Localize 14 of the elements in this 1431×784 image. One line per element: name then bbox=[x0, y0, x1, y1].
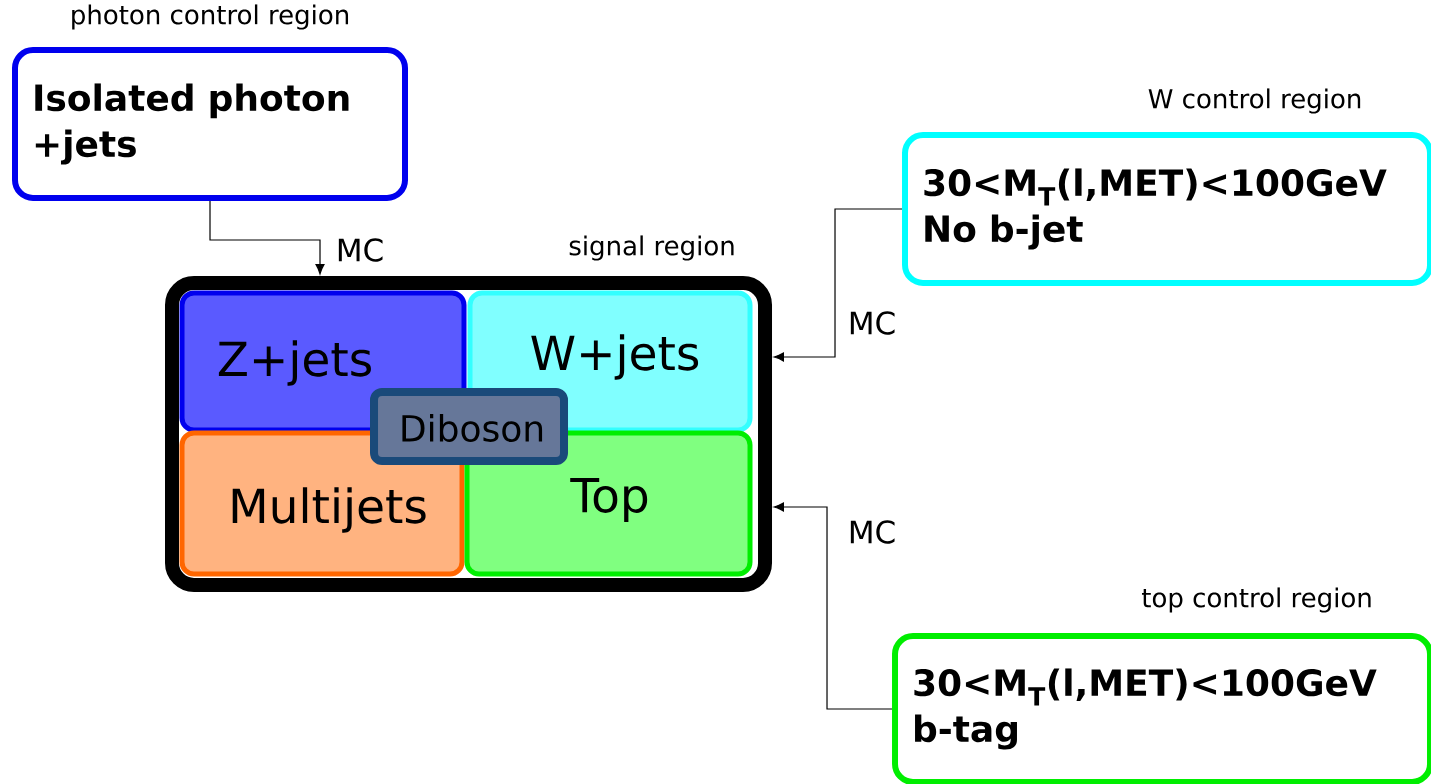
region-label: photon control region bbox=[72, 4, 349, 30]
region-label: top control region bbox=[1142, 587, 1371, 613]
arrow bbox=[773, 502, 893, 710]
region-label: signal region bbox=[569, 235, 734, 261]
arrow bbox=[209, 200, 325, 275]
control-box: 30<M$_{T}$(l,MET)<100GeV b-tag bbox=[892, 633, 1431, 784]
arrow bbox=[773, 208, 903, 362]
process-box: Diboson bbox=[370, 388, 568, 465]
region-label: W control region bbox=[1148, 88, 1361, 114]
edge-label: MC bbox=[333, 236, 387, 264]
edge-label: MC bbox=[845, 518, 899, 546]
edge-label: MC bbox=[845, 309, 899, 337]
control-box: Isolated photon +jets bbox=[12, 47, 408, 201]
control-box: 30<M$_{T}$(l,MET)<100GeV No b-jet bbox=[902, 132, 1431, 286]
